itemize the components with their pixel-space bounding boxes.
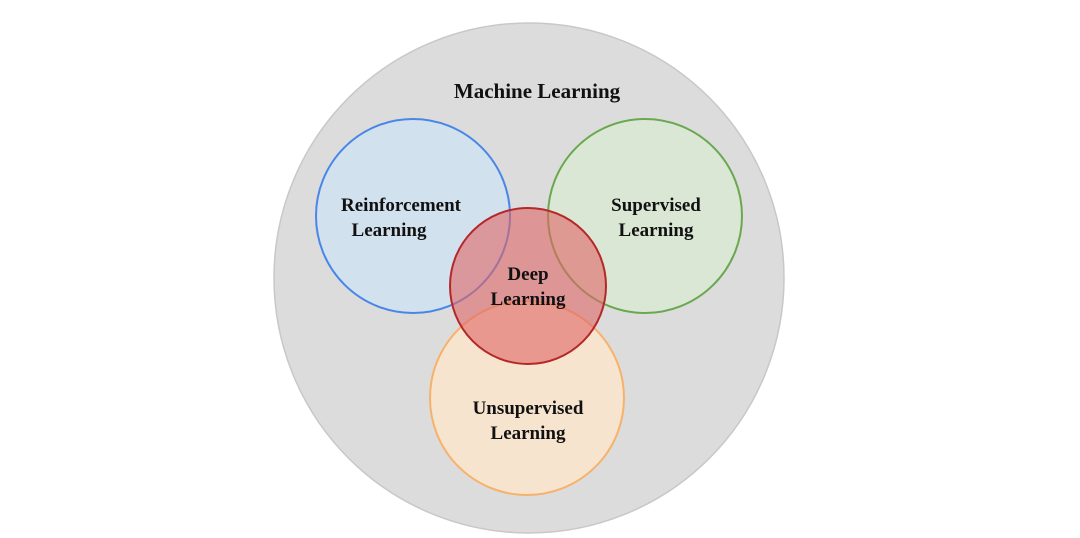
supervised-learning-label-line1: Supervised bbox=[611, 195, 701, 216]
reinforcement-learning-label-line1: Reinforcement bbox=[341, 195, 462, 216]
deep-learning-label-line1: Deep bbox=[507, 264, 548, 285]
deep-learning-circle bbox=[449, 207, 607, 365]
machine-learning-label: Machine Learning bbox=[454, 79, 621, 103]
supervised-learning-label-line2: Learning bbox=[619, 220, 694, 241]
unsupervised-learning-label-line1: Unsupervised bbox=[473, 398, 584, 419]
deep-learning-label-line2: Learning bbox=[491, 289, 566, 310]
unsupervised-learning-label-line2: Learning bbox=[491, 423, 566, 444]
reinforcement-learning-label-line2: Learning bbox=[352, 220, 427, 241]
